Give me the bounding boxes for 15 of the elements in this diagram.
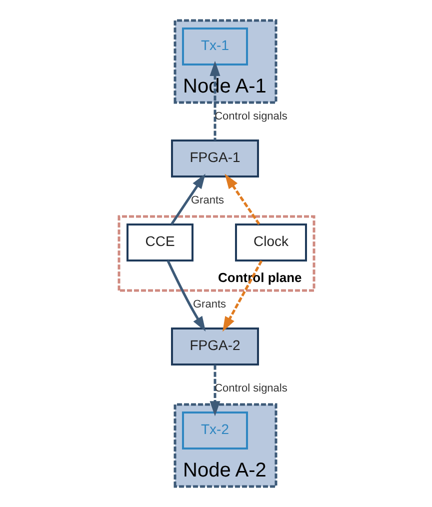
arrow [209,60,220,140]
node-box: Tx-1 [182,28,248,66]
arrow [170,174,205,226]
node-box: Clock [234,224,306,262]
node-box: FPGA-2 [170,328,258,366]
node-box: CCE [126,224,193,262]
arrow [209,364,220,416]
edge-label: Control signals [214,110,287,122]
edge-label: Grants [192,298,226,310]
arrow [166,260,206,332]
node-box: FPGA-1 [170,140,258,178]
edge-label: Grants [190,194,224,206]
arrow [224,174,260,226]
node-box: Tx-2 [182,412,248,450]
arrow [222,260,262,332]
